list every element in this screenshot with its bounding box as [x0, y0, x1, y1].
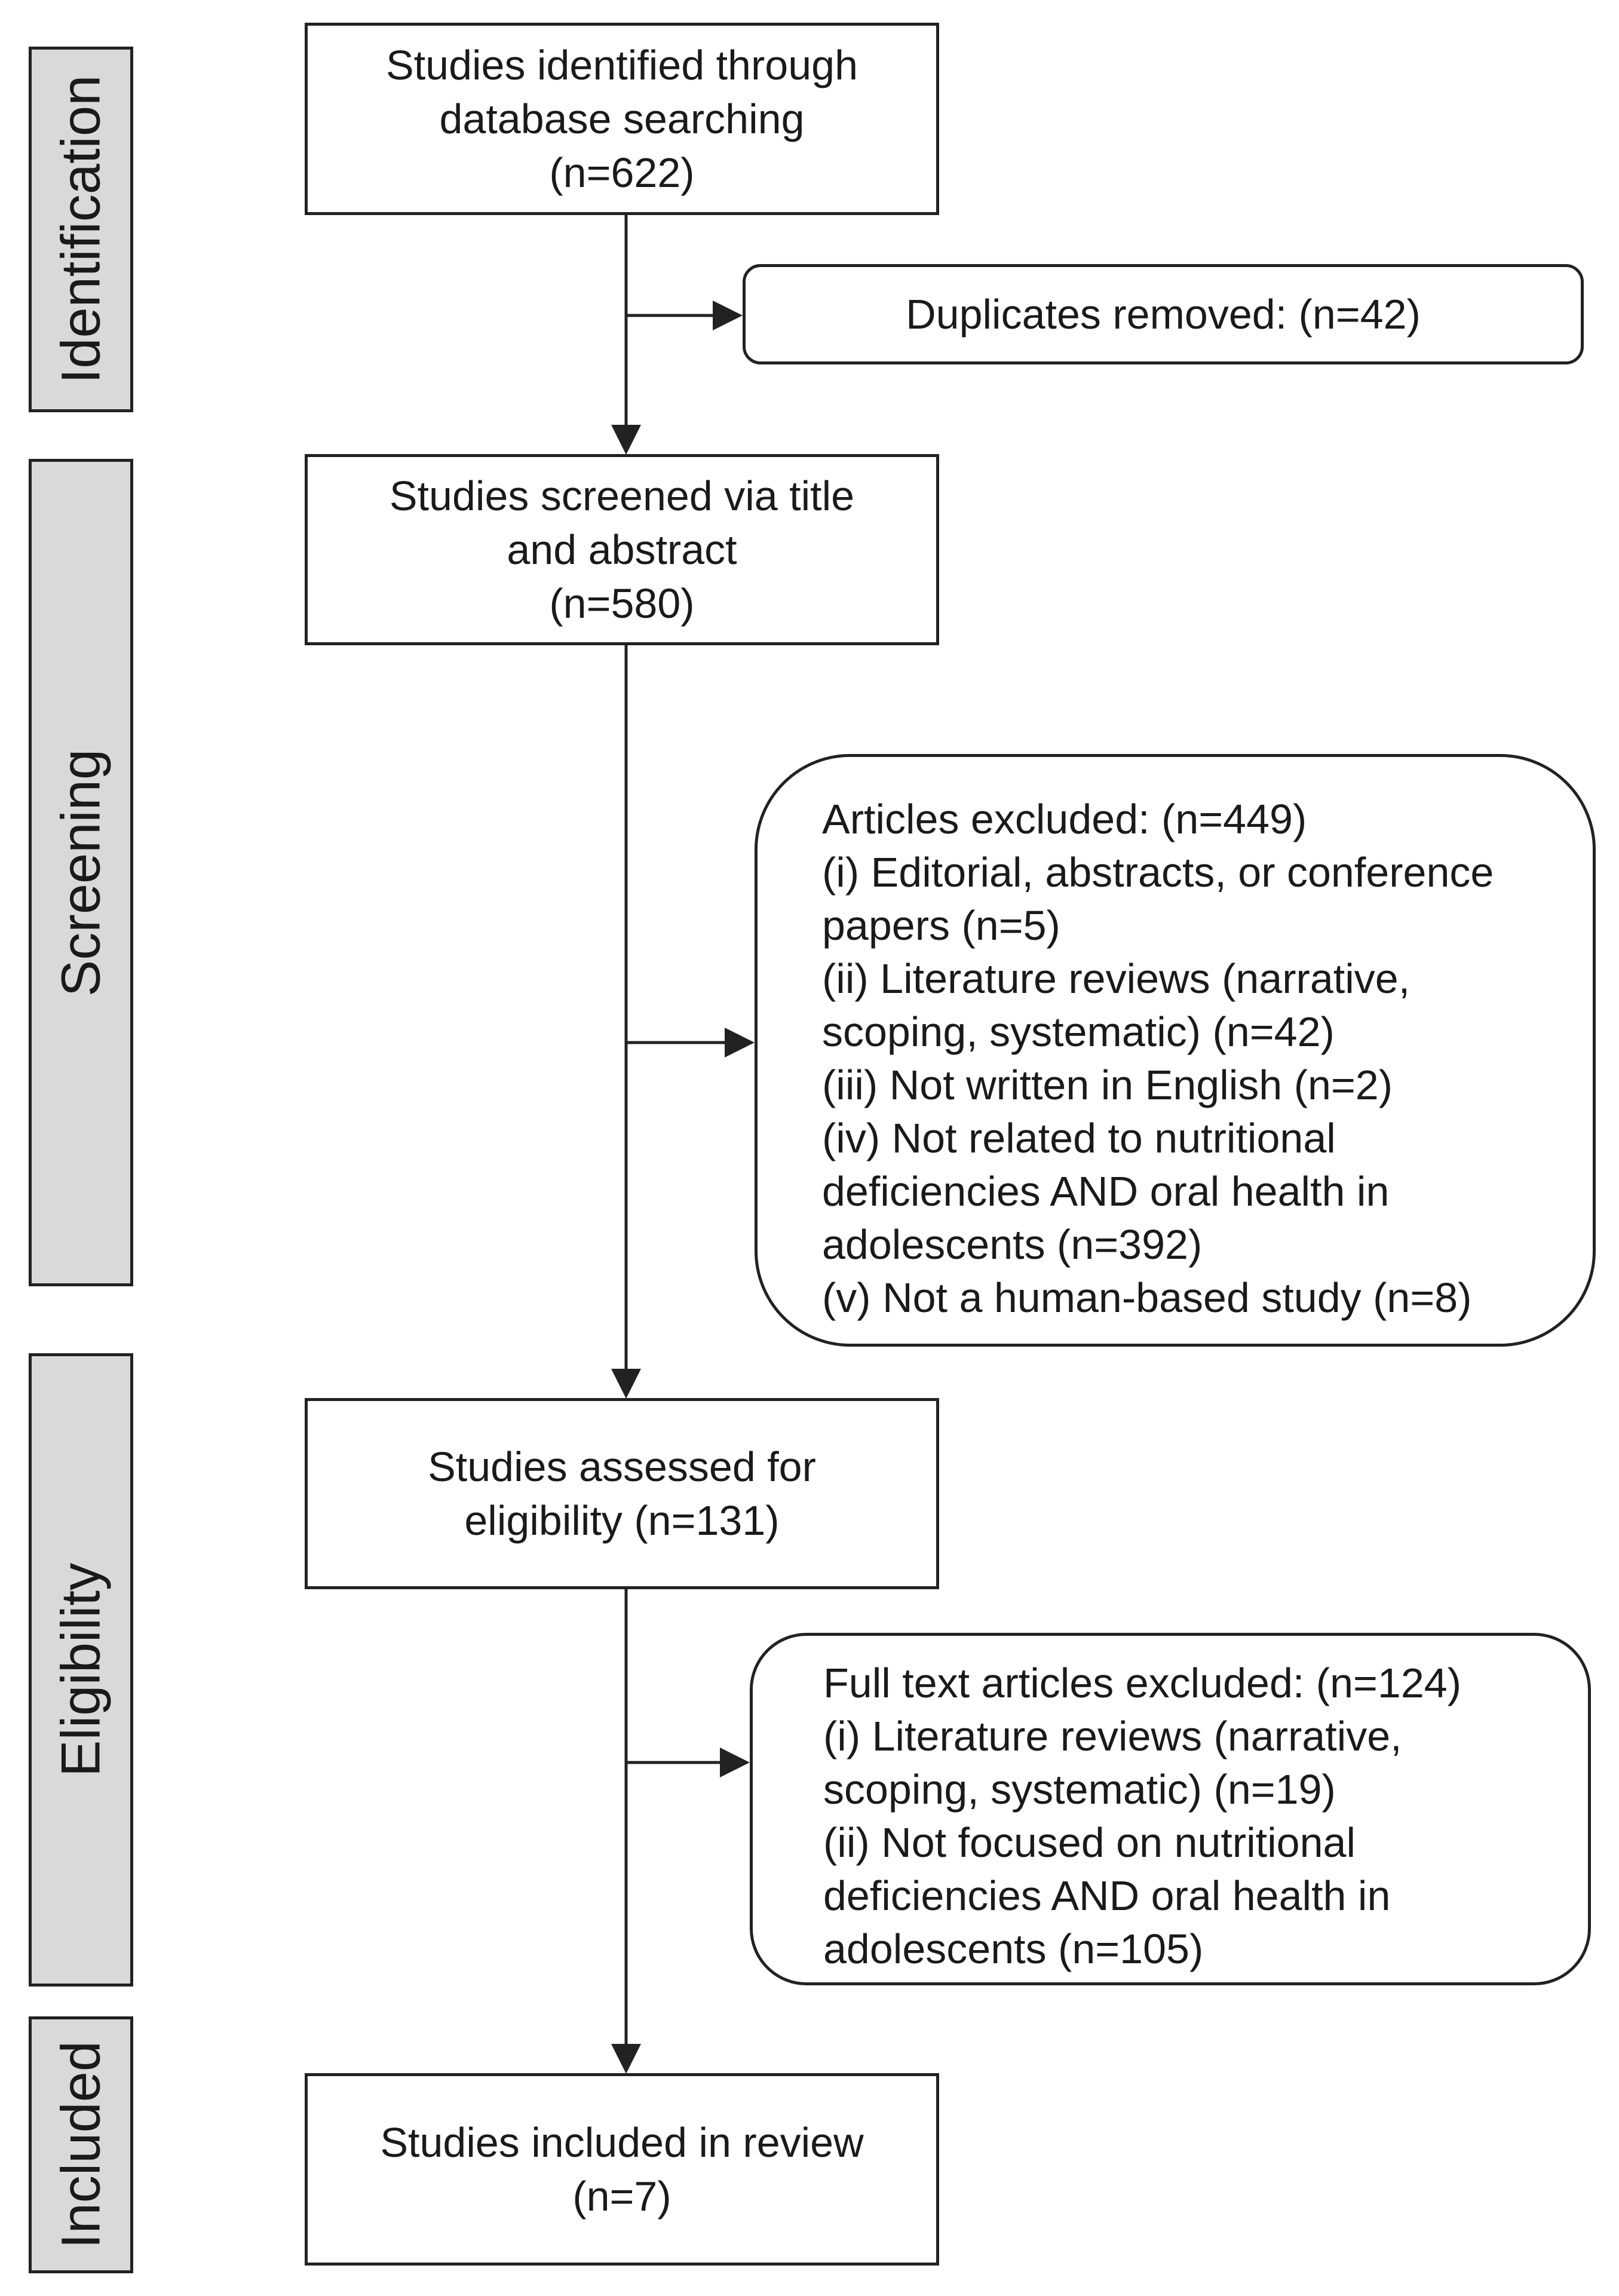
articles-excluded-line: (iii) Not written in English (n=2): [822, 1062, 1393, 1108]
articles-excluded-line: (ii) Literature reviews (narrative,: [822, 955, 1411, 1002]
phase-screening: Screening: [29, 459, 133, 1286]
phase-identification: Identification: [29, 47, 133, 412]
articles-excluded-line: adolescents (n=392): [822, 1221, 1203, 1268]
fulltext-excluded-line: (ii) Not focused on nutritional: [823, 1819, 1356, 1866]
box-screened: Studies screened via title and abstract …: [305, 454, 939, 645]
articles-excluded-line: papers (n=5): [822, 902, 1060, 949]
articles-excluded-line: scoping, systematic) (n=42): [822, 1008, 1335, 1055]
box-articles-excluded: Articles excluded: (n=449) (i) Editorial…: [755, 754, 1596, 1347]
box-fulltext-excluded: Full text articles excluded: (n=124) (i)…: [750, 1633, 1591, 1985]
articles-excluded-line: (iv) Not related to nutritional: [822, 1115, 1336, 1161]
fulltext-excluded-line: adolescents (n=105): [823, 1926, 1204, 1972]
articles-excluded-line: deficiencies AND oral health in: [822, 1168, 1390, 1215]
articles-excluded-line: (v) Not a human-based study (n=8): [822, 1274, 1472, 1321]
fulltext-excluded-line: Full text articles excluded: (n=124): [823, 1660, 1462, 1706]
box-identified: Studies identified through database sear…: [305, 23, 939, 215]
box-duplicates-removed: Duplicates removed: (n=42): [743, 264, 1584, 364]
box-included: Studies included in review (n=7): [305, 2073, 939, 2266]
phase-included: Included: [29, 2016, 133, 2273]
box-assessed: Studies assessed for eligibility (n=131): [305, 1398, 939, 1589]
phase-eligibility: Eligibility: [29, 1353, 133, 1987]
fulltext-excluded-line: scoping, systematic) (n=19): [823, 1766, 1336, 1813]
articles-excluded-line: (i) Editorial, abstracts, or conference: [822, 849, 1494, 896]
fulltext-excluded-line: (i) Literature reviews (narrative,: [823, 1713, 1402, 1759]
articles-excluded-line: Articles excluded: (n=449): [822, 796, 1307, 842]
fulltext-excluded-line: deficiencies AND oral health in: [823, 1872, 1391, 1919]
